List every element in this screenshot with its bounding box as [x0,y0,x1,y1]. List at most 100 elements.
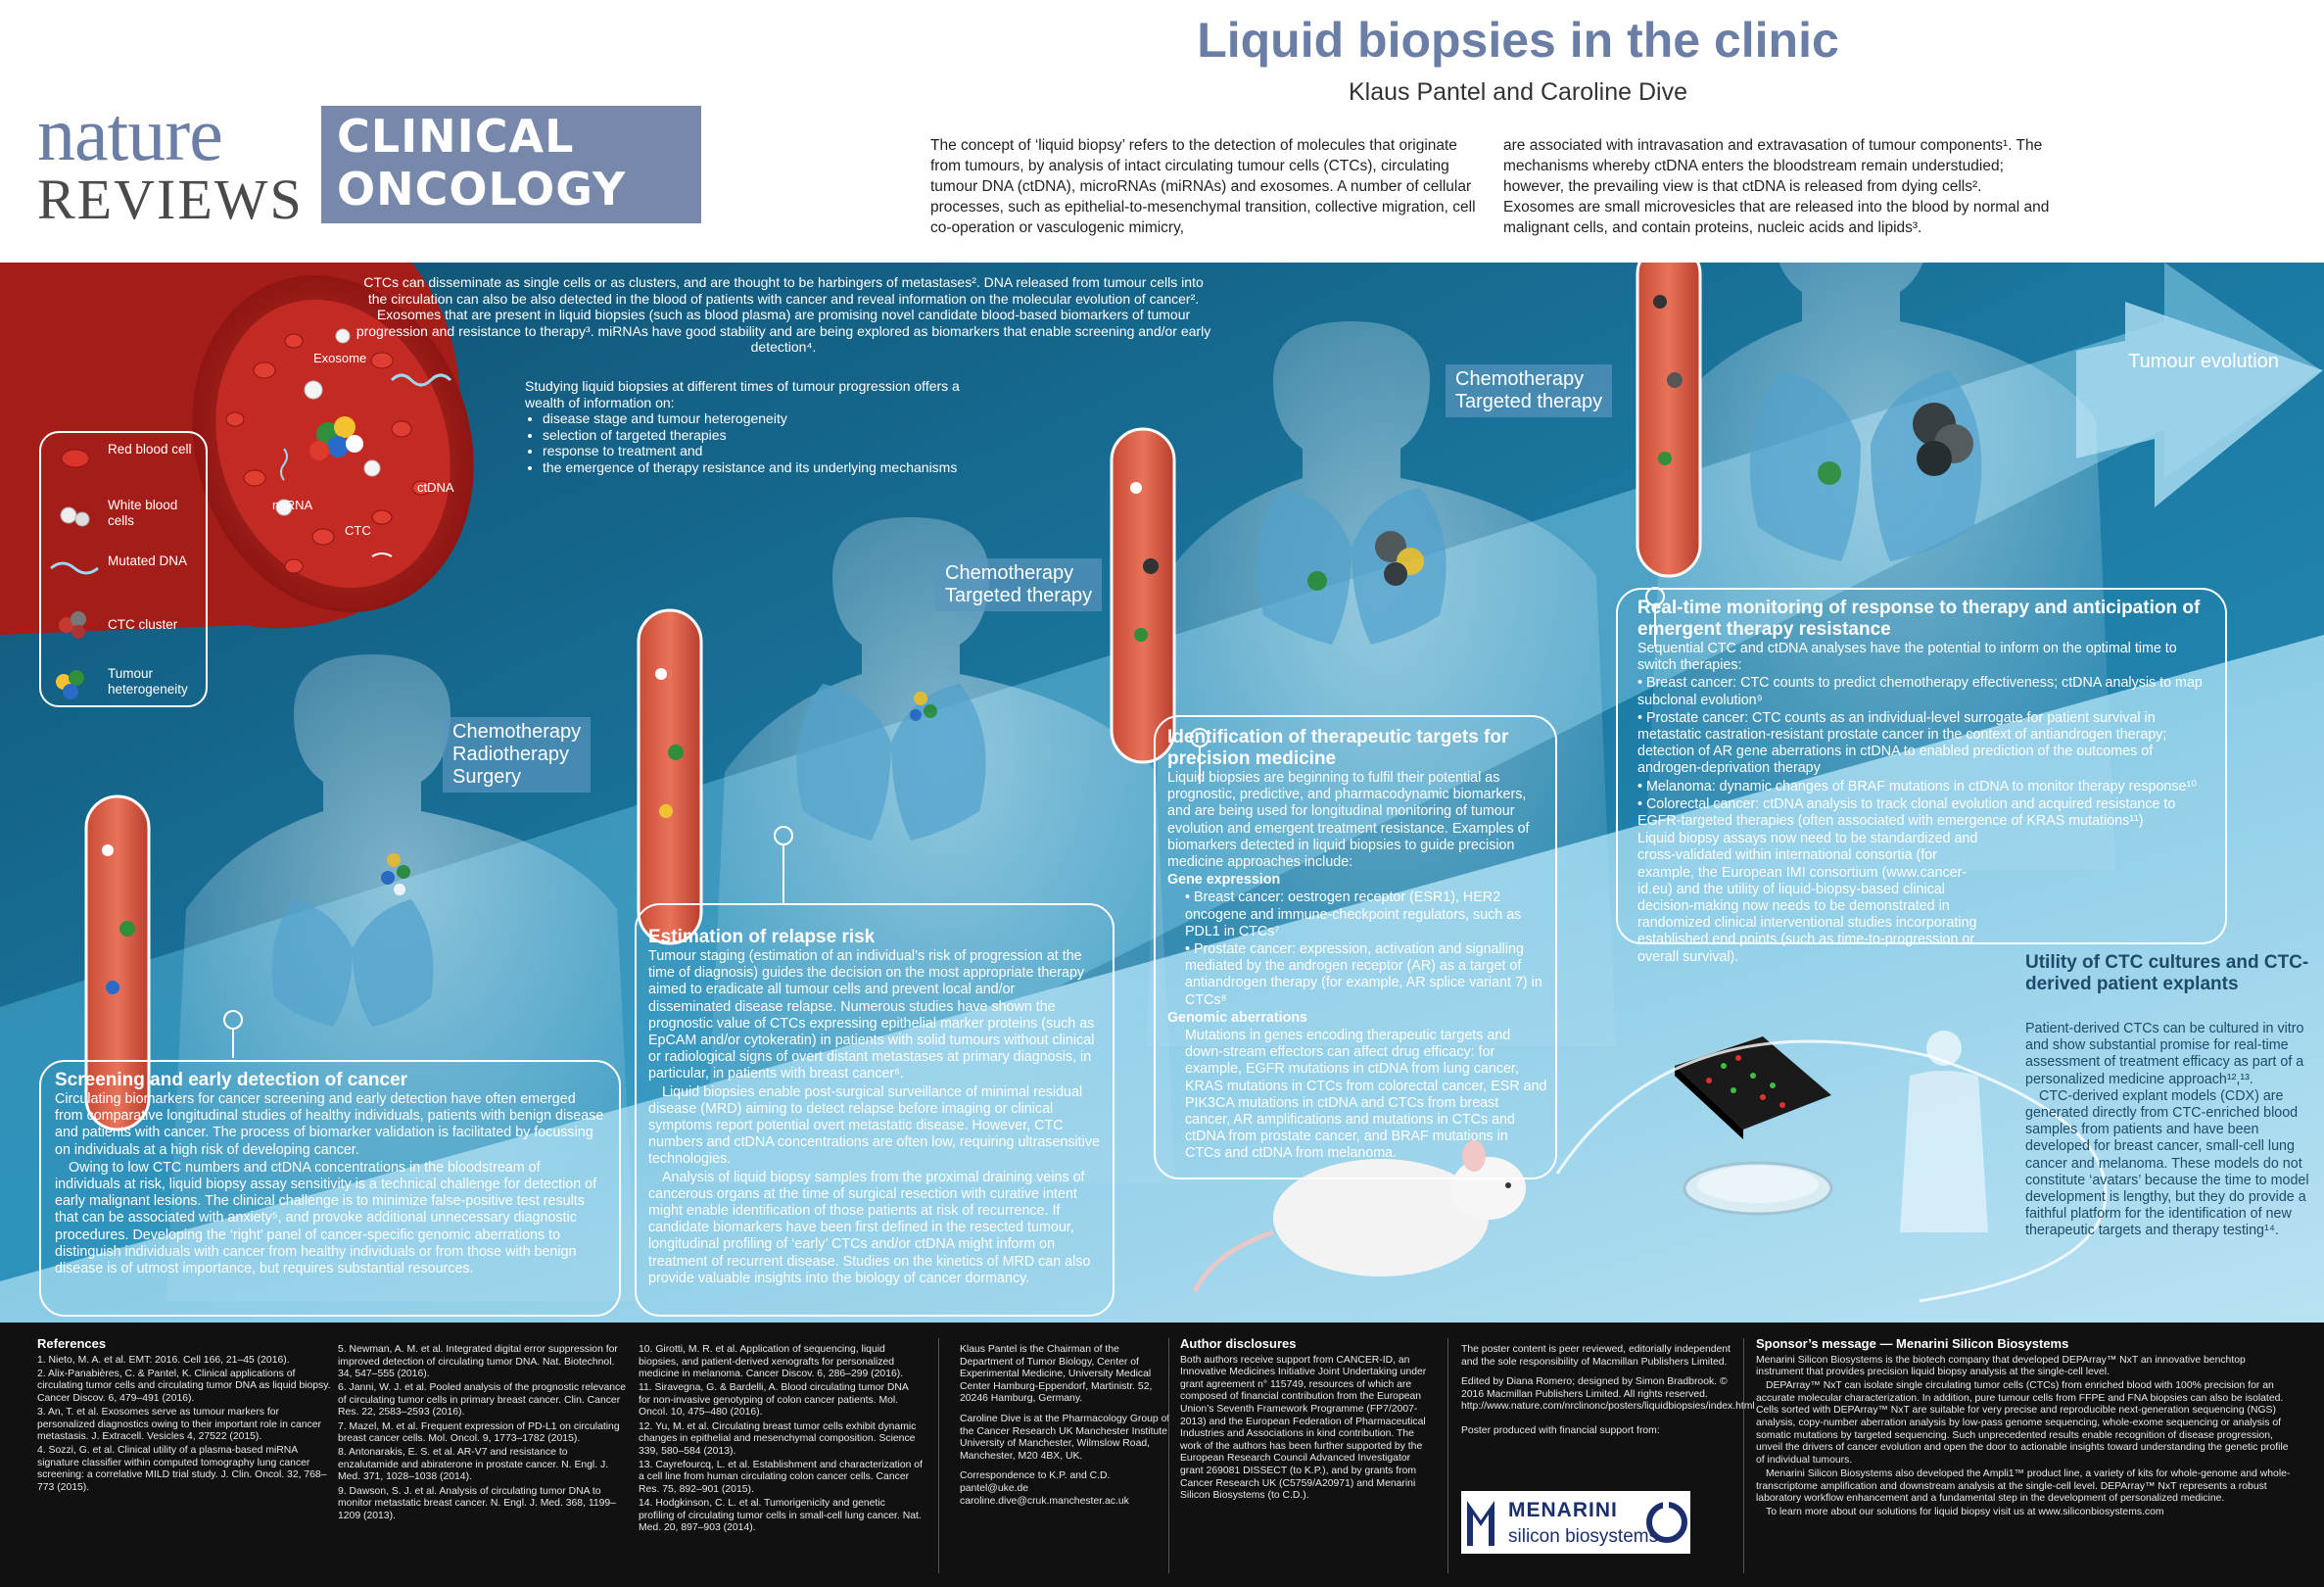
reference-item: 3. An, T. et al. Exosomes serve as tumou… [37,1406,321,1443]
review-text: The poster content is peer reviewed, edi… [1461,1344,1731,1368]
blood-tube-4 [1636,263,1702,578]
targets-box [1154,715,1557,1179]
vessel-label-exosome: Exosome [313,351,367,365]
reference-item: 12. Yu, M. et al. Circulating breast tum… [639,1420,917,1457]
studying-block: Studying liquid biopsies at different ti… [525,378,995,475]
references-column-1: References 1. Nieto, M. A. et al. EMT: 2… [37,1337,331,1496]
references-column-3: 10. Girotti, M. R. et al. Application of… [639,1344,923,1536]
menarini-logo-mark [1467,1501,1687,1546]
therapy-label-2: Chemotherapy Targeted therapy [935,558,1103,611]
therapy-label-1: Chemotherapy Radiotherapy Surgery [443,717,592,793]
affiliation-paragraph: Klaus Pantel is the Chairman of the Depa… [960,1344,1153,1405]
poster-footer [0,1322,2324,1587]
monitoring-content: Real-time monitoring of response to ther… [1637,598,2215,967]
correspondence: Correspondence to K.P. and C.D. pantel@u… [960,1470,1129,1507]
reference-item: 1. Nieto, M. A. et al. EMT: 2016. Cell 1… [37,1354,290,1366]
patient-silhouette-2 [705,517,1175,1183]
monitoring-box [1616,588,2227,944]
microarray-chip [1675,1036,1831,1139]
intro-column-2: are associated with intravasation and ex… [1503,137,2050,236]
poster-authors: Klaus Pantel and Caroline Dive [1348,78,1688,106]
footer-divider [938,1338,939,1573]
utility-paragraph: Patient-derived CTCs can be cultured in … [2025,1021,2304,1087]
blood-tube-1 [84,794,151,1131]
relapse-box [635,903,1115,1317]
relapse-title: Estimation of relapse risk [648,927,876,947]
journal-logo-nature: nature [37,91,223,176]
references-column-2: 5. Newman, A. M. et al. Integrated digit… [338,1344,627,1524]
review-text: Edited by Diana Romero; designed by Simo… [1461,1376,1755,1413]
journal-logo-reviews: REVIEWS [37,168,304,231]
affiliation-paragraph: Caroline Dive is at the Pharmacology Gro… [960,1413,1170,1462]
sponsor-paragraph: DEPArray™ NxT can isolate single circula… [1756,1380,2289,1466]
vessel-label-ctc: CTC [345,523,371,538]
menarini-wordmark: MENARINI [1508,1499,1618,1521]
footer-divider [1743,1338,1744,1573]
utility-content: Patient-derived CTCs can be cultured in … [2025,1021,2309,1240]
reference-item: 4. Sozzi, G. et al. Clinical utility of … [37,1445,327,1494]
reference-item: 7. Mazel, M. et al. Frequent expression … [338,1420,620,1445]
targets-subhead: Gene expression [1167,872,1281,889]
targets-paragraph: Mutations in genes encoding therapeutic … [1185,1028,1547,1162]
monitoring-title: Real-time monitoring of response to ther… [1637,598,2201,640]
relapse-paragraph: Tumour staging (estimation of an individ… [648,948,1095,1082]
infographic-panel: Exosome ctDNA miRNA CTC Red blood cell W… [0,263,2324,1322]
silicon-biosystems-wordmark: silicon biosystems [1508,1526,1659,1547]
review-column: The poster content is peer reviewed, edi… [1461,1344,1755,1439]
studying-item: selection of targeted therapies [543,427,995,444]
vessel-label-ctdna: ctDNA [417,480,454,495]
targets-bullet: • Prostate cancer: expression, activatio… [1185,941,1542,1008]
legend-label-mutated-dna: Mutated DNA [108,553,188,568]
reference-item: 6. Janni, W. J. et al. Pooled analysis o… [338,1382,626,1419]
screening-title: Screening and early detection of cancer [55,1070,408,1090]
reference-item: 11. Siravegna, G. & Bardelli, A. Blood c… [639,1382,909,1419]
disclosures-text: Both authors receive support from CANCER… [1180,1354,1427,1502]
reference-item: 14. Hodgkinson, C. L. et al. Tumorigenic… [639,1498,922,1534]
disclosures-column: Author disclosures Both authors receive … [1180,1337,1435,1504]
sponsor-column: Sponsor’s message — Menarini Silicon Bio… [1756,1337,2293,1520]
targets-bullet: • Breast cancer: oestrogen receptor (ESR… [1185,890,1522,939]
therapy-label-3: Chemotherapy Targeted therapy [1446,364,1613,417]
lab-mouse [1192,1140,1526,1293]
legend-icons [50,449,99,699]
affiliations-column: Klaus Pantel is the Chairman of the Depa… [960,1344,1175,1510]
targets-content: Identification of therapeutic targets fo… [1167,727,1547,1164]
reference-item: 2. Alix-Panabières, C. & Pantel, K. Clin… [37,1368,331,1404]
studying-list: disease stage and tumour heterogeneity s… [525,410,995,475]
footer-divider [1168,1338,1169,1573]
monitoring-bullet: • Breast cancer: CTC counts to predict c… [1637,675,2203,708]
legend [39,431,208,707]
tumour-evolution-label: Tumour evolution [2128,351,2279,372]
infographic-art [0,263,2324,1322]
targets-title: Identification of therapeutic targets fo… [1167,727,1509,769]
blood-tube-3 [1110,427,1176,764]
reference-item: 9. Dawson, S. J. et al. Analysis of circ… [338,1485,616,1521]
legend-label-red-cell: Red blood cell [108,442,192,457]
relapse-paragraph: Liquid biopsies enable post-surgical sur… [648,1083,1100,1168]
utility-paragraph: CTC-derived explant models (CDX) are gen… [2025,1087,2309,1239]
monitoring-bullet: • Melanoma: dynamic changes of BRAF muta… [1637,778,2197,794]
poster-title: Liquid biopsies in the clinic [1197,13,1839,68]
journal-logo-clinical: CLINICAL [337,110,575,163]
legend-label-white-cells: White blood cells [108,498,178,528]
reference-item: 5. Newman, A. M. et al. Integrated digit… [338,1344,618,1380]
monitoring-bullet: • Colorectal cancer: ctDNA analysis to t… [1637,795,2176,830]
petri-dish [1683,1161,1833,1216]
sponsor-paragraph: Menarini Silicon Biosystems also develop… [1756,1467,2291,1505]
patient-silhouette-3 [1146,321,1616,1046]
legend-label-ctc-cluster: CTC cluster [108,617,178,632]
screening-box [39,1060,621,1317]
journal-logo-box [321,106,701,223]
reference-item: 10. Girotti, M. R. et al. Application of… [639,1344,904,1380]
studying-item: disease stage and tumour heterogeneity [543,410,995,427]
reference-item: 13. Cayrefourcq, L. et al. Establishment… [639,1459,923,1496]
targets-subhead: Genomic aberrations [1167,1009,1308,1026]
sponsor-paragraph: Menarini Silicon Biosystems is the biote… [1756,1354,2246,1378]
screening-paragraph: Owing to low CTC numbers and ctDNA conce… [55,1159,597,1277]
relapse-content: Estimation of relapse risk Tumour stagin… [648,927,1101,1288]
produced-with: Poster produced with financial support f… [1461,1424,1660,1436]
targets-paragraph: Liquid biopsies are beginning to fulfil … [1167,770,1530,871]
studying-item: the emergence of therapy resistance and … [543,459,995,476]
blood-vessel-illustration [0,263,474,635]
intro-column-1: The concept of ‘liquid biopsy’ refers to… [930,137,1476,236]
